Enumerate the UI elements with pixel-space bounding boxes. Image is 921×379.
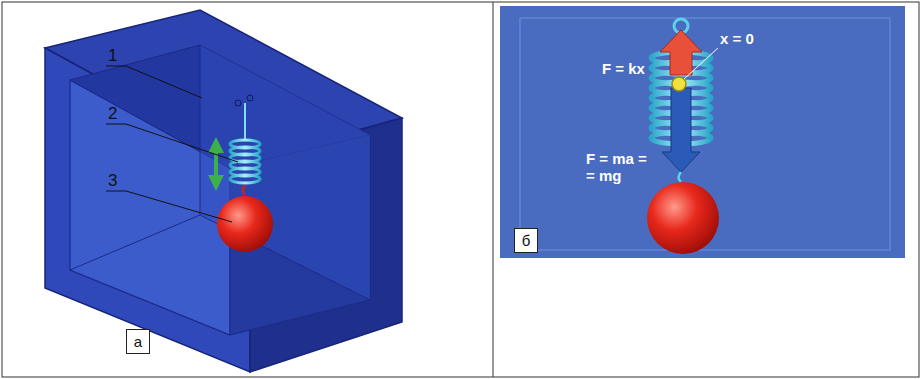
callout-number: 3 — [108, 171, 117, 191]
panel-divider — [493, 2, 494, 377]
leader-line — [684, 48, 718, 79]
hook — [679, 172, 682, 182]
hook — [243, 185, 245, 195]
zero-point — [672, 77, 686, 91]
housing — [45, 10, 402, 372]
callout-number: 2 — [108, 104, 117, 124]
spring — [230, 103, 260, 183]
panel-letter-box: а — [126, 329, 150, 354]
force-label: F = kx — [602, 60, 645, 77]
panel-letter: а — [134, 334, 142, 349]
motion-arrow — [214, 145, 218, 183]
coil-winding — [230, 175, 260, 183]
panel-letter-box: б — [514, 228, 538, 253]
panel-ground — [500, 6, 905, 258]
callout-number: 1 — [108, 46, 117, 66]
force-arrow-down — [662, 88, 700, 172]
panel-letter: б — [522, 233, 531, 248]
ball — [217, 196, 273, 252]
force-label: F = ma = = mg — [586, 150, 650, 185]
position-label: x = 0 — [720, 30, 754, 47]
ball — [647, 182, 719, 254]
leader-lines — [106, 66, 238, 222]
